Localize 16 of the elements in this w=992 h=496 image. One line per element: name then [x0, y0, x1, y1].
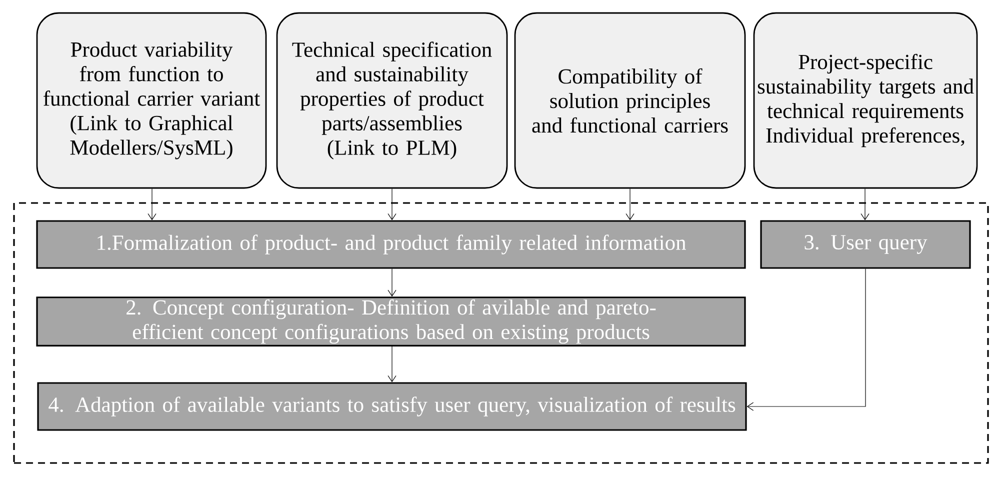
process-box: 2. Concept configuration- Definition of avilable and pareto-efficient concept configurations based on existing products — [36, 296, 746, 346]
arrow — [746, 268, 866, 411]
arrow — [388, 268, 396, 297]
arrow — [388, 346, 396, 382]
process-box: 4. Adaption of available variants to satisfy user query, visualization of results — [37, 382, 747, 431]
arrow — [860, 188, 870, 220]
process-box: 3. User query — [760, 220, 971, 269]
arrow — [148, 188, 156, 220]
arrow — [388, 188, 396, 220]
info-box: Technical specification and sustainability properties of product parts/assemblies (Link to PLM) — [276, 12, 508, 189]
info-box: Compatibility of solution principles and functional carriers — [514, 12, 746, 189]
process-box: 1.Formalization of product- and product family related information — [36, 220, 746, 269]
info-box: Product variability from function to functional carrier variant (Link to Graphical Modellers/SysML) — [36, 12, 267, 189]
arrow — [626, 188, 634, 220]
dashed-frame — [13, 202, 989, 464]
info-box: Project-specific sustainability targets and technical requirements Individual preferences, — [753, 12, 978, 189]
